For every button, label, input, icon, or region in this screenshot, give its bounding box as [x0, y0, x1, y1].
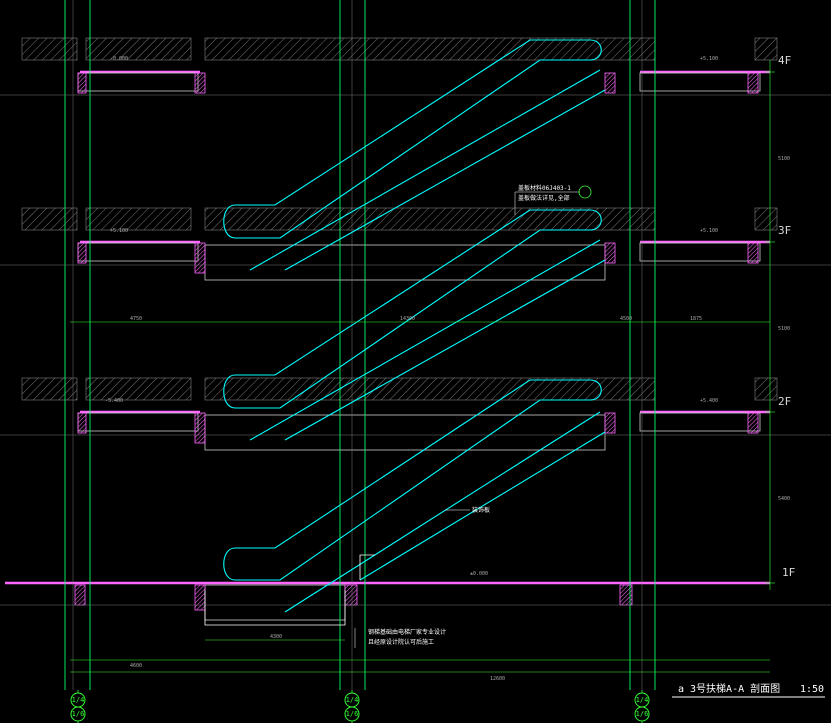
floor-tag-3f: 3F	[778, 224, 791, 237]
axis-tag-a-2: 1/6	[72, 710, 85, 718]
bottom-note-line2: 且经原设计院认可后施工	[368, 638, 434, 646]
svg-text:+5.100: +5.100	[700, 228, 718, 234]
slab-outlines	[77, 72, 761, 621]
floor-slabs	[21, 37, 778, 401]
svg-text:1875: 1875	[690, 316, 702, 322]
axis-bubbles: 1/4 1/6 1/4 1/6 1/4 1/6	[70, 690, 650, 723]
floor-tag-2f: 2F	[778, 395, 791, 408]
svg-text:5100: 5100	[778, 156, 790, 162]
annotations: 盖板材料06J403-1 盖板做法详见,全部 装饰板 钢梯基础由电梯厂家专业设计…	[354, 184, 592, 648]
floor-tag-1f: 1F	[782, 566, 795, 579]
floor-level-tags: 4F 3F 2F 1F	[778, 54, 795, 579]
svg-text:4500: 4500	[620, 316, 632, 322]
drawing-title: a 3号扶梯A-A 剖面图	[678, 682, 780, 695]
skirt-label: 装饰板	[472, 506, 490, 514]
column-lines	[64, 0, 656, 690]
top-note-line1: 盖板材料06J403-1	[518, 184, 571, 192]
grid-lines	[0, 0, 831, 690]
axis-tag-b-1: 1/4	[346, 696, 359, 704]
svg-text:5100: 5100	[778, 326, 790, 332]
axis-tag-c-1: 1/4	[636, 696, 649, 704]
drawing-title-block: a 3号扶梯A-A 剖面图 1:50	[672, 682, 825, 698]
escalator-pit	[204, 554, 375, 626]
dimension-values: 5100 5100 5400 4750 14300 4500 1875 4600…	[105, 56, 790, 682]
svg-text:±0.000: ±0.000	[470, 571, 488, 577]
svg-text:5400: 5400	[778, 496, 790, 502]
axis-tag-b-2: 1/6	[346, 710, 359, 718]
svg-text:-0.000: -0.000	[110, 56, 128, 62]
escalators	[223, 39, 606, 613]
dimension-lines	[70, 60, 775, 673]
svg-text:14300: 14300	[400, 316, 415, 322]
axis-tag-c-2: 1/6	[636, 710, 649, 718]
svg-text:4600: 4600	[130, 663, 142, 669]
beams	[74, 72, 759, 611]
svg-text:12600: 12600	[490, 676, 505, 682]
floor-lines	[5, 70, 770, 585]
svg-text:+5.400: +5.400	[700, 398, 718, 404]
drawing-scale: 1:50	[800, 684, 824, 695]
svg-text:+5.100: +5.100	[110, 228, 128, 234]
bottom-note-line1: 钢梯基础由电梯厂家专业设计	[368, 628, 446, 636]
svg-text:-5.400: -5.400	[105, 398, 123, 404]
svg-text:4750: 4750	[130, 316, 142, 322]
top-note-line2: 盖板做法详见,全部	[518, 194, 570, 202]
svg-text:4300: 4300	[270, 634, 282, 640]
svg-text:+5.100: +5.100	[700, 56, 718, 62]
axis-tag-a-1: 1/4	[72, 696, 85, 704]
floor-tag-4f: 4F	[778, 54, 791, 67]
